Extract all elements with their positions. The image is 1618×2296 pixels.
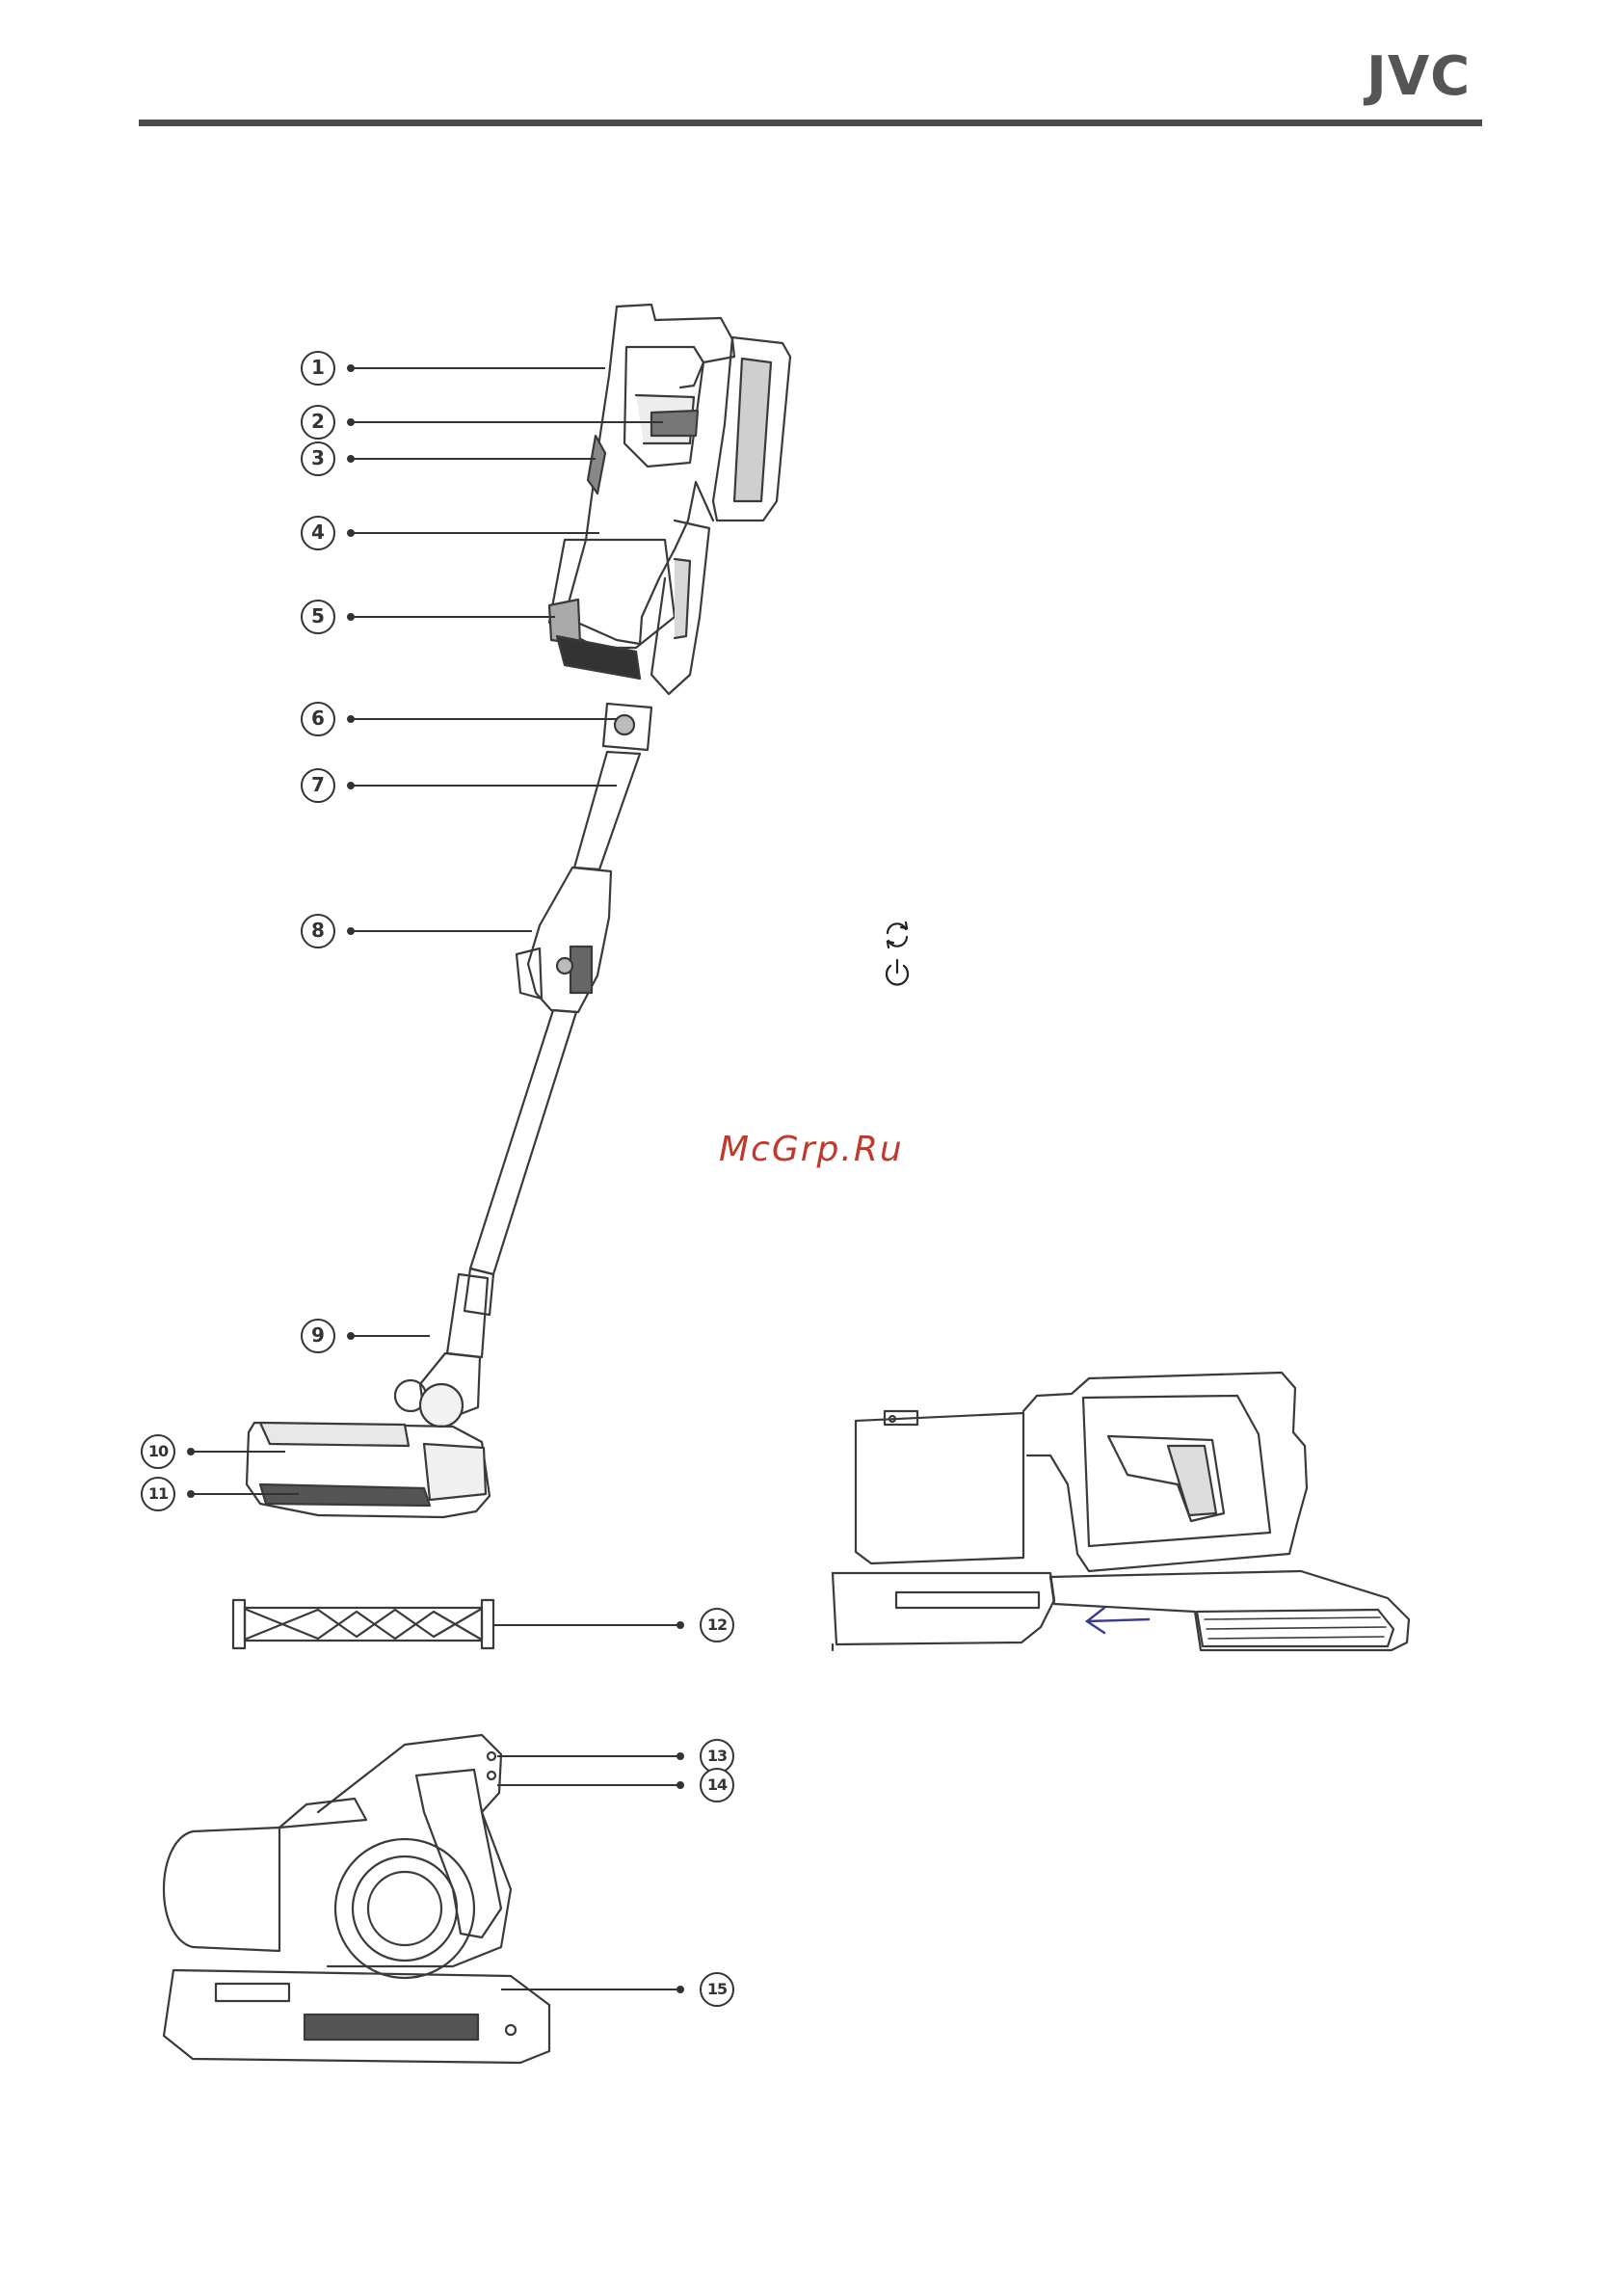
callout-3: 3 <box>301 441 335 476</box>
handheld-on-dock <box>164 1735 549 2063</box>
direction-arrow <box>1087 1608 1149 1633</box>
callout-12: 12 <box>700 1608 734 1642</box>
power-icon <box>880 956 915 991</box>
callout-2: 2 <box>301 405 335 440</box>
cycle-arrows-icon <box>880 918 915 952</box>
callout-1: 1 <box>301 351 335 386</box>
callout-11: 11 <box>141 1477 175 1511</box>
roller-brush <box>233 1600 493 1648</box>
callout-14: 14 <box>700 1768 734 1802</box>
callout-10: 10 <box>141 1434 175 1469</box>
callout-9: 9 <box>301 1319 335 1353</box>
watermark: McGrp.Ru <box>719 1130 904 1169</box>
tube-lower <box>470 1010 576 1274</box>
callout-4: 4 <box>301 516 335 550</box>
handheld-right-view <box>833 1373 1409 1650</box>
tube-upper <box>574 752 640 869</box>
callout-8: 8 <box>301 914 335 948</box>
callout-7: 7 <box>301 768 335 803</box>
callout-5: 5 <box>301 600 335 634</box>
callout-15: 15 <box>700 1972 734 2007</box>
callout-6: 6 <box>301 702 335 736</box>
